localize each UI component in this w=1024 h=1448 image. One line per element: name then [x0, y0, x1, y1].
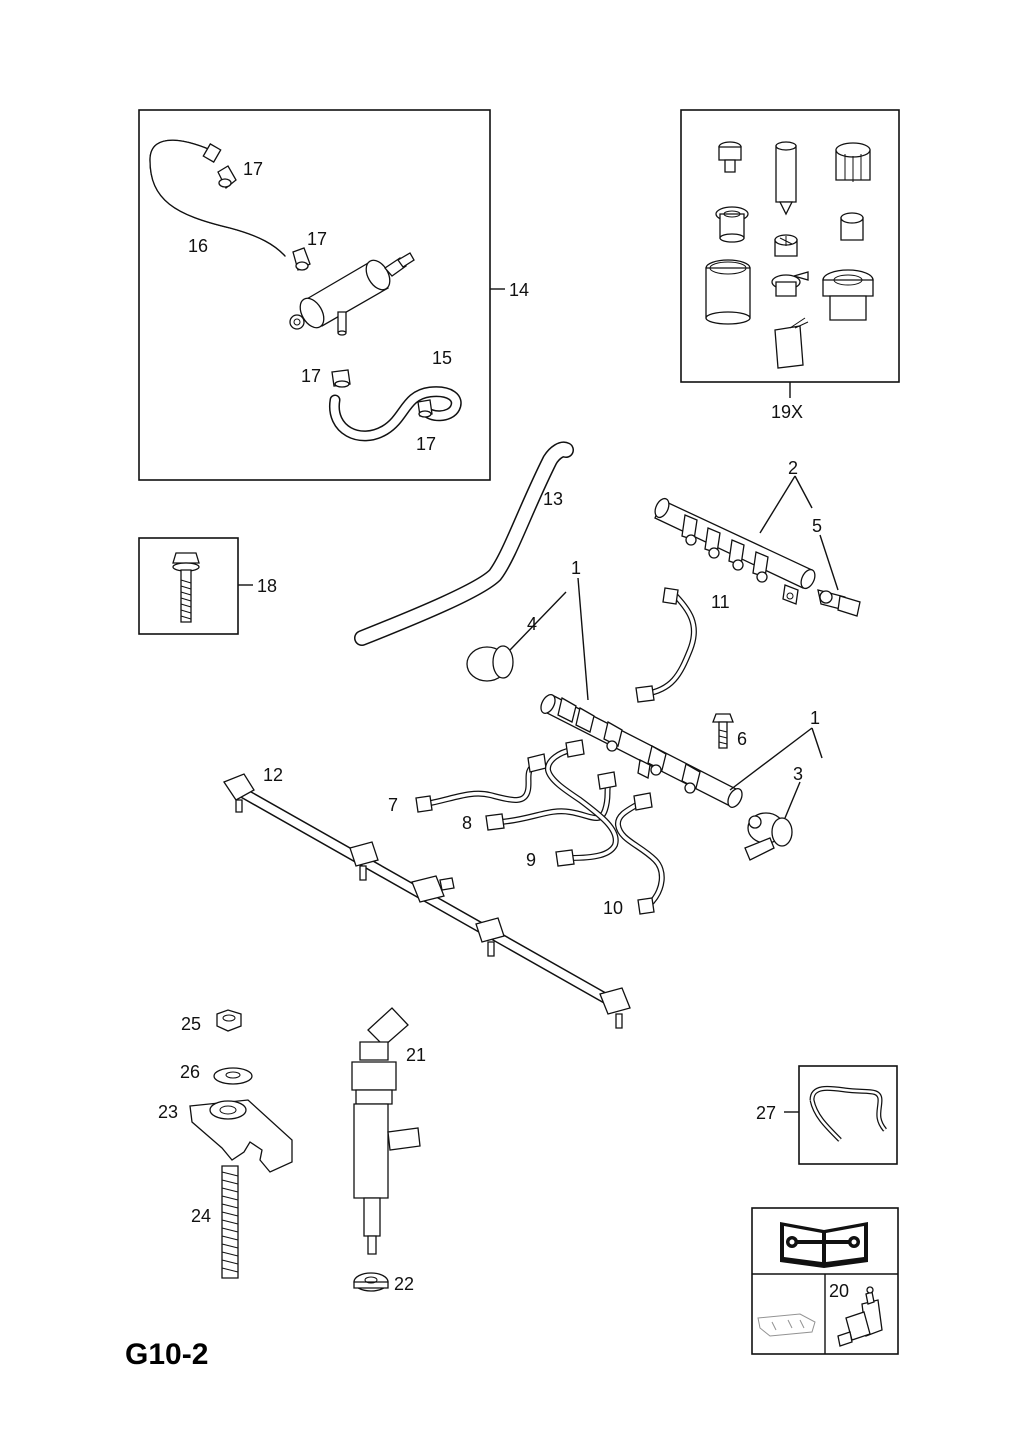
stud-24: 24 [191, 1165, 239, 1279]
box-20: 20 [751, 1207, 899, 1355]
callout-22: 22 [394, 1274, 414, 1294]
diagram-code: G10-2 [125, 1338, 208, 1371]
leak-off-pipe-12: 12 [223, 765, 631, 1029]
callout-5: 5 [812, 516, 822, 536]
kit-part-cap [718, 141, 742, 173]
callout-27: 27 [756, 1103, 776, 1123]
clip-27 [809, 1085, 888, 1142]
kit-part-instructions [774, 317, 809, 369]
pressure-sensor-5 [817, 589, 861, 617]
callout-1: 1 [571, 558, 581, 578]
callout-16: 16 [188, 236, 208, 256]
fuel-rail-1 [540, 694, 743, 808]
callout-21: 21 [406, 1045, 426, 1065]
callout-25: 25 [181, 1014, 201, 1034]
clip-17-left [331, 369, 351, 388]
pipe-9: 9 [526, 739, 619, 870]
box-19x: 19X [680, 109, 900, 422]
pipe-8: 8 [462, 771, 617, 833]
cap-4: 4 [466, 591, 567, 682]
box-14: 17 17 16 15 17 17 14 [138, 109, 529, 481]
pipe-10: 10 [603, 792, 665, 918]
callout-17: 17 [243, 159, 263, 179]
callout-17: 17 [307, 229, 327, 249]
kit-part-cap-small [840, 212, 864, 241]
callout-17: 17 [301, 366, 321, 386]
pipe-13: 13 [354, 441, 574, 646]
callout-14: 14 [509, 280, 529, 300]
callout-18: 18 [257, 576, 277, 596]
box-27: 27 [756, 1065, 898, 1165]
bolt-6: 6 [712, 713, 747, 749]
kit-part-screw [774, 234, 798, 257]
callout-13: 13 [543, 489, 563, 509]
cover-sketch-icon [757, 1313, 816, 1337]
callout-9: 9 [526, 850, 536, 870]
nut-25: 25 [181, 1009, 242, 1034]
kit-part-pin [775, 141, 797, 216]
pipe-7: 7 [388, 753, 547, 815]
callout-3: 3 [793, 764, 803, 784]
kit-part-sleeve [705, 259, 751, 325]
kit-part-seal [822, 269, 874, 321]
part-20 [837, 1286, 883, 1347]
clip-17-right [417, 399, 433, 418]
callout-17: 17 [416, 434, 436, 454]
washer-26: 26 [180, 1062, 253, 1085]
callout-19x: 19X [771, 402, 803, 422]
callout-26: 26 [180, 1062, 200, 1082]
callout-2: 2 [788, 458, 798, 478]
clamp-23: 23 [158, 1099, 293, 1173]
callout-11: 11 [711, 592, 730, 612]
callout-4: 4 [527, 614, 537, 634]
clip-17-top [217, 165, 237, 190]
pressure-valve-3 [744, 812, 793, 861]
callout-10: 10 [603, 898, 623, 918]
fuel-rail-2 [654, 497, 816, 605]
fuel-cooler [289, 252, 415, 336]
service-manual-icon [780, 1222, 868, 1268]
callout-6: 6 [737, 729, 747, 749]
callout-8: 8 [462, 813, 472, 833]
callout-7: 7 [388, 795, 398, 815]
callout-1: 1 [810, 708, 820, 728]
box-18: 18 [138, 537, 277, 635]
callout-20: 20 [829, 1281, 849, 1301]
callout-23: 23 [158, 1102, 178, 1122]
kit-part-washer [771, 271, 809, 297]
clip-17-mid [292, 247, 311, 271]
kit-part-cap-large [835, 142, 871, 182]
callout-15: 15 [432, 348, 452, 368]
kit-part-bushing [715, 206, 749, 243]
washer-22: 22 [353, 1272, 414, 1294]
bolt-18 [172, 552, 200, 623]
callout-24: 24 [191, 1206, 211, 1226]
callout-12: 12 [263, 765, 283, 785]
injector-21: 21 [351, 1007, 426, 1255]
pipe-11: 11 [635, 587, 730, 703]
